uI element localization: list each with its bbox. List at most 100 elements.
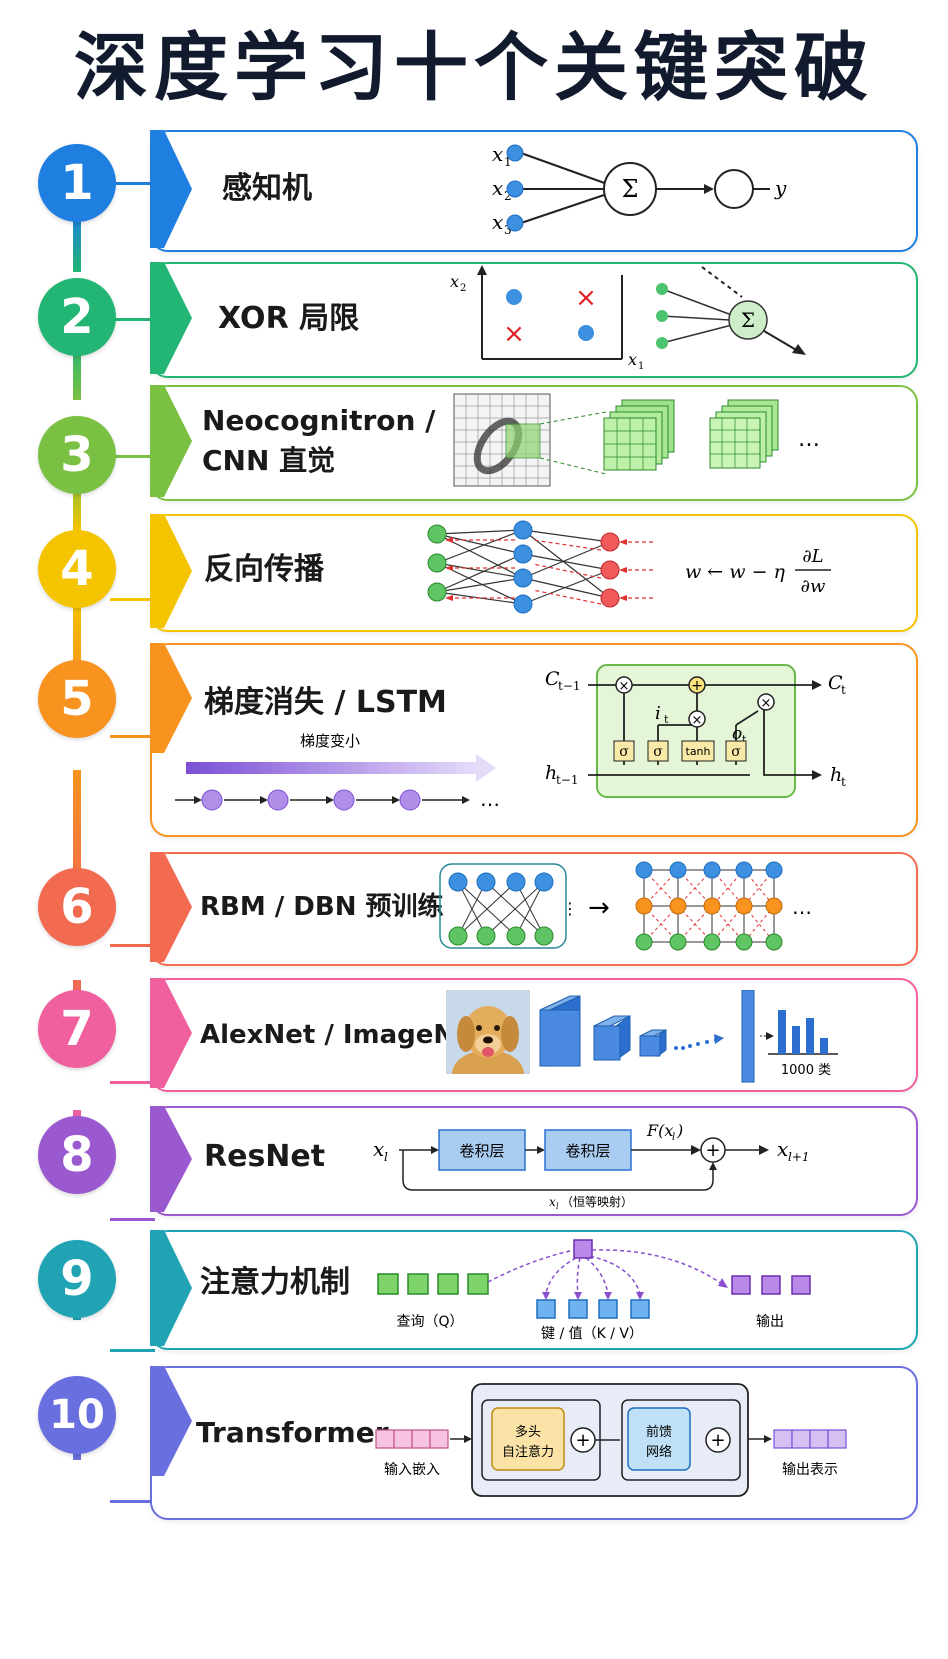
input-node xyxy=(427,553,447,573)
attention-diagram: 查询（Q） 键 / 值（K / V） 输出 xyxy=(377,1239,811,1342)
class-bar xyxy=(778,1010,786,1054)
dbn-mid-unit xyxy=(703,897,721,915)
card-attention xyxy=(150,1230,918,1350)
key-value-token xyxy=(568,1299,588,1319)
step-number-4: 4 xyxy=(38,530,116,608)
c-next-sub: t xyxy=(841,683,846,697)
i-gate-sub: t xyxy=(664,713,669,726)
perceptron-diagram: x 1 x 2 x 3 Σ y xyxy=(492,142,787,237)
dbn-top-unit xyxy=(635,861,653,879)
input-mul xyxy=(688,710,706,728)
c-prev-sub: t−1 xyxy=(558,679,581,693)
transformer-diagram: 输入嵌入 多头 自注意力 + 前馈 网络 + 输出表示 xyxy=(375,1383,847,1497)
conv-block-large xyxy=(539,995,581,1067)
query-label: 查询（Q） xyxy=(396,1314,463,1330)
dbn-mid-unit xyxy=(669,897,687,915)
card-tab xyxy=(150,1230,192,1346)
activation-node xyxy=(714,169,754,209)
hidden-unit xyxy=(534,872,554,892)
lstm-cell xyxy=(596,664,796,798)
class-dot xyxy=(578,325,594,341)
ffn-label-1: 前馈 xyxy=(646,1424,672,1440)
formula-numerator: ∂L xyxy=(802,546,823,567)
rnn-node xyxy=(267,789,289,811)
feed-forward xyxy=(627,1407,691,1471)
timeline-connector xyxy=(73,340,81,400)
key-value-token xyxy=(536,1299,556,1319)
card-tab xyxy=(150,852,192,962)
connector-line xyxy=(110,318,155,321)
fx-label: F(x xyxy=(646,1121,673,1140)
dbn-top-unit xyxy=(765,861,783,879)
lstm-cell-diagram: C t−1 C t h t−1 h t × + × × i t o t σ σ … xyxy=(545,664,846,798)
gradient-bar xyxy=(186,762,478,774)
class-bar xyxy=(792,1026,800,1054)
skip-label: （恒等映射） xyxy=(561,1194,633,1209)
input-x1-sub: 1 xyxy=(504,155,512,169)
hidden-unit xyxy=(506,872,526,892)
sigma-gate xyxy=(725,740,747,762)
connector-line xyxy=(110,598,155,601)
class-bar xyxy=(820,1038,828,1054)
input-x3-label: x xyxy=(492,210,503,234)
step-label-5: 梯度消失 / LSTM xyxy=(204,685,447,720)
dbn-bottom-unit xyxy=(765,933,783,951)
input-x-sub: l xyxy=(384,1150,388,1164)
output-node xyxy=(600,560,620,580)
conv-layer-2-label: 卷积层 xyxy=(565,1142,610,1160)
input-node xyxy=(656,337,668,349)
output-label: 输出表示 xyxy=(782,1462,838,1478)
ellipsis: … xyxy=(792,895,812,919)
conv-layer-2 xyxy=(544,1129,632,1171)
output-token xyxy=(773,1429,793,1449)
card-tab xyxy=(150,1106,192,1212)
plus-sign: + xyxy=(575,1430,590,1451)
sigma-gate xyxy=(647,740,669,762)
conv-block-small xyxy=(639,1029,667,1057)
axis-x2-sub: 2 xyxy=(460,283,466,294)
connector-line xyxy=(110,1349,155,1352)
card-resnet xyxy=(150,1106,918,1216)
input-node xyxy=(506,180,524,198)
h-next-label: h xyxy=(830,764,842,786)
input-node xyxy=(656,310,668,322)
rbm-dbn-diagram: ⋮ → … xyxy=(439,861,812,951)
tanh-gate xyxy=(681,740,715,762)
step-number-9: 9 xyxy=(38,1240,116,1318)
o-gate-label: o xyxy=(732,724,742,744)
sum-symbol: Σ xyxy=(741,308,755,332)
input-label: 输入嵌入 xyxy=(384,1462,440,1478)
connector-line xyxy=(110,182,155,185)
timeline-connector xyxy=(73,470,81,530)
axis-x2-label: x xyxy=(450,272,459,291)
cnn-diagram: … xyxy=(453,393,820,487)
timeline-connector xyxy=(73,600,81,680)
step-number-7: 7 xyxy=(38,990,116,1068)
vdots: ⋮ xyxy=(562,899,578,918)
dbn-top-unit xyxy=(669,861,687,879)
output-label: 输出 xyxy=(756,1314,784,1330)
input-node xyxy=(427,524,447,544)
i-gate-label: i xyxy=(655,703,661,724)
timeline-connector xyxy=(73,212,81,272)
sum-symbol: Σ xyxy=(622,175,639,203)
formula-lhs: w ← w − η xyxy=(685,561,786,583)
h-next-sub: t xyxy=(841,775,846,789)
multi-head-attention xyxy=(491,1407,565,1471)
step-label-7: AlexNet / ImageNet xyxy=(200,1020,486,1050)
input-embedding-token xyxy=(375,1429,395,1449)
visible-unit xyxy=(506,926,526,946)
timeline-connector xyxy=(73,770,81,910)
dbn-top-unit xyxy=(703,861,721,879)
output-node xyxy=(600,532,620,552)
input-embedding-token xyxy=(393,1429,413,1449)
input-x1-label: x xyxy=(492,142,503,166)
query-token xyxy=(377,1273,399,1295)
card-tab xyxy=(150,385,192,497)
output-token xyxy=(731,1275,751,1295)
input-node xyxy=(506,144,524,162)
step-label-10: Transformer xyxy=(196,1416,389,1449)
plus-sign: + xyxy=(705,1140,720,1161)
step-number-1: 1 xyxy=(38,144,116,222)
times-sign: × xyxy=(692,713,703,728)
